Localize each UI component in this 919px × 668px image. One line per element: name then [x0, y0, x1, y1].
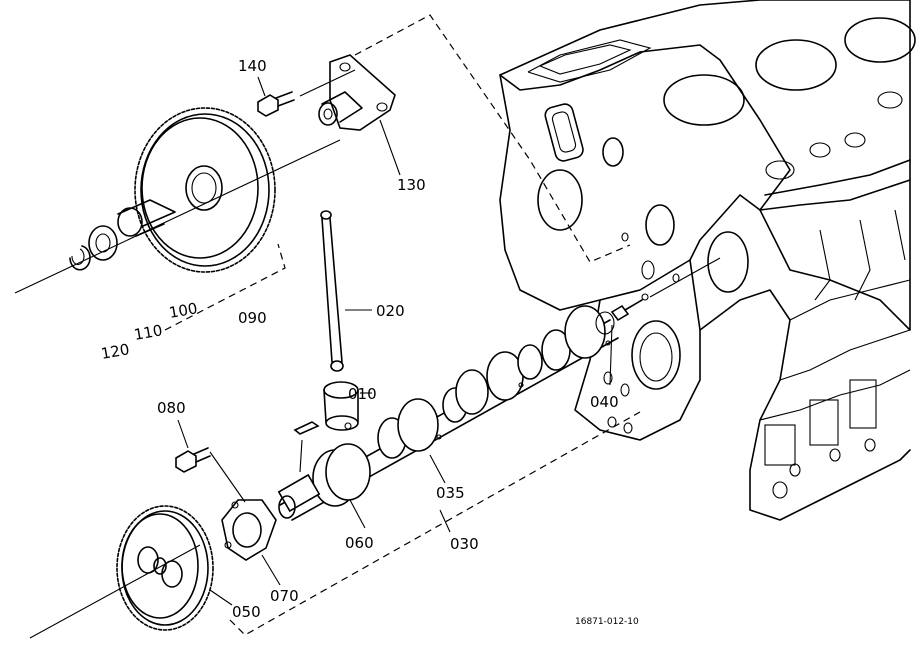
fitting-040-axis: [649, 257, 721, 298]
idler-axis-line: [14, 139, 341, 294]
label-120: 120: [100, 340, 131, 363]
label-030: 030: [450, 535, 479, 553]
key-060: [293, 421, 320, 435]
leader-030: [439, 509, 451, 533]
key-060-line: [299, 439, 303, 473]
leader-050: [209, 589, 233, 606]
label-110: 110: [133, 321, 164, 344]
idler-shaft-130: [318, 54, 396, 131]
block-plug: [672, 273, 680, 283]
label-010: 010: [348, 385, 377, 403]
washer-110: [88, 225, 118, 261]
bolt-140: [257, 91, 295, 117]
bracket-090: [164, 243, 286, 331]
label-060: 060: [345, 534, 374, 552]
label-035: 035: [436, 484, 465, 502]
dashed-block-link: [354, 14, 631, 263]
fitting-040: [610, 293, 649, 322]
circlip-120: [69, 245, 91, 271]
push-rod-020: [320, 210, 344, 372]
leader-040: [609, 324, 613, 386]
leader-080: [177, 419, 189, 449]
bolt-140-axis: [299, 69, 356, 97]
leader-140: [257, 76, 266, 97]
label-070: 070: [270, 587, 299, 605]
label-050: 050: [232, 603, 261, 621]
leader-130: [379, 119, 401, 176]
label-140: 140: [238, 57, 267, 75]
camshaft-035: [277, 305, 619, 521]
cam-gear-050: [116, 505, 214, 631]
figure-code: 16871-012-10: [575, 617, 639, 627]
label-020: 020: [376, 302, 405, 320]
bolt-080: [175, 447, 211, 473]
leader-060: [349, 499, 366, 529]
label-040: 040: [590, 393, 619, 411]
cam-gear-axis: [29, 544, 201, 639]
idler-gear-090: [134, 107, 276, 273]
label-100: 100: [168, 299, 199, 322]
leader-070: [261, 554, 281, 586]
bolt-080-axis: [209, 451, 246, 503]
engine-block: [499, 0, 916, 521]
leader-035: [429, 454, 446, 484]
label-080: 080: [157, 399, 186, 417]
circlip-120-inner: [71, 248, 85, 266]
label-130: 130: [397, 176, 426, 194]
label-090: 090: [238, 309, 267, 327]
tappet-010: [323, 381, 359, 431]
thrust-plate-070: [221, 499, 277, 561]
